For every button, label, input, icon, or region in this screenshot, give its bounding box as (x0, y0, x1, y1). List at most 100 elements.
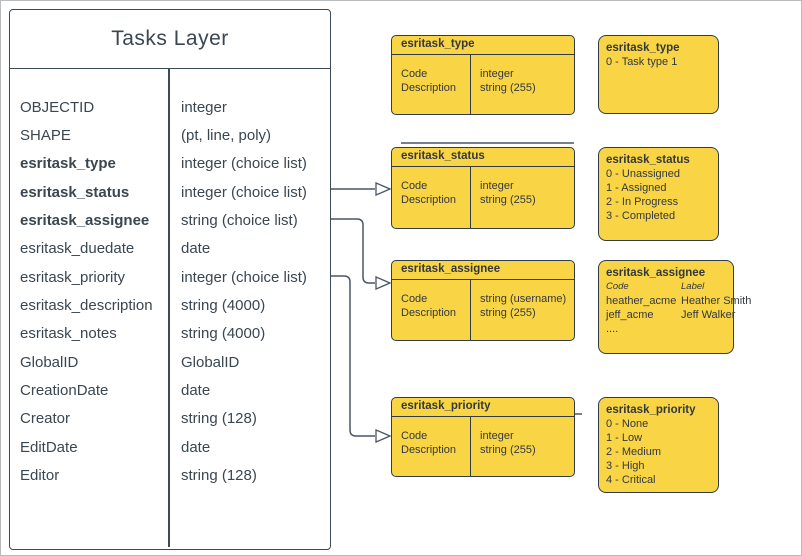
table-row: GlobalID GlobalID (10, 348, 330, 376)
field-name: esritask_notes (20, 325, 117, 343)
field-type: integer (choice list) (181, 155, 307, 173)
field-name: Editor (20, 467, 60, 485)
domain-box-type: esritask_type 0 - Task type 1 (598, 35, 719, 114)
table-row: SHAPE (pt, line, poly) (10, 121, 330, 149)
column-header-code: Code (606, 281, 629, 292)
domain-box-status: esritask_status 0 - Unassigned 1 - Assig… (598, 147, 719, 241)
field-name: Description (401, 444, 457, 456)
field-type: integer (480, 68, 514, 80)
schema-box-body: Code Description integer string (255) (392, 55, 574, 114)
schema-box-body: Code Description integer string (255) (392, 417, 574, 476)
table-row: esritask_notes string (4000) (10, 320, 330, 348)
field-type: string (4000) (181, 297, 266, 315)
schema-field-names: Code Description (392, 55, 470, 114)
field-name: Code (401, 68, 428, 80)
assignee-label: Heather Smith (681, 295, 752, 307)
domain-value: 4 - Critical (606, 474, 656, 486)
table-title: Tasks Layer (10, 10, 330, 69)
table-row: esritask_duedate date (10, 235, 330, 263)
domain-box-priority: esritask_priority 0 - None 1 - Low 2 - M… (598, 397, 719, 493)
field-name: CreationDate (20, 382, 109, 400)
field-name: OBJECTID (20, 98, 95, 116)
table-row: CreationDate date (10, 376, 330, 404)
field-name: Code (401, 293, 428, 305)
open-arrowhead-icon (375, 276, 392, 290)
connector-assignee (331, 218, 375, 284)
domain-value: 1 - Low (606, 432, 643, 444)
table-row: esritask_type integer (choice list) (10, 150, 330, 178)
field-name: esritask_priority (20, 268, 126, 286)
schema-field-names: Code Description (392, 417, 470, 476)
ellipsis-more-values: .... (606, 323, 619, 335)
tasks-layer-table: Tasks Layer OBJECTID integer SHAPE (pt, li… (9, 9, 331, 550)
field-type: date (181, 382, 211, 400)
field-name: Description (401, 194, 457, 206)
field-type: integer (181, 98, 227, 116)
schema-box-body: Code Description string (username) strin… (392, 280, 574, 340)
domain-box-title: esritask_priority (606, 404, 696, 416)
field-type: integer (480, 430, 514, 442)
open-arrowhead-icon (375, 429, 392, 443)
field-type: string (255) (480, 82, 536, 94)
schema-field-types: integer string (255) (470, 55, 574, 114)
field-name: GlobalID (20, 353, 79, 371)
schema-field-names: Code Description (392, 280, 470, 340)
table-rows: OBJECTID integer SHAPE (pt, line, poly) es… (10, 93, 330, 490)
field-name: Code (401, 430, 428, 442)
connector-priority (331, 275, 375, 437)
field-name: esritask_type (20, 155, 116, 173)
table-row: esritask_priority integer (choice list) (10, 263, 330, 291)
domain-box-title: esritask_assignee (606, 267, 706, 279)
assignee-value-table: Code Label heather_acme Heather Smith je… (606, 280, 751, 322)
field-name: esritask_duedate (20, 240, 135, 258)
domain-value: 0 - Unassigned (606, 168, 680, 180)
assignee-code: heather_acme (606, 295, 677, 307)
domain-value: 0 - Task type 1 (606, 56, 678, 68)
field-type: string (255) (480, 307, 536, 319)
schema-box-type: esritask_type Code Description integer s… (391, 35, 575, 115)
domain-value: 2 - Medium (606, 446, 662, 458)
open-arrowhead-icon (375, 182, 392, 196)
schema-box-body: Code Description integer string (255) (392, 167, 574, 228)
domain-box-title: esritask_status (606, 154, 690, 166)
field-name: Description (401, 82, 457, 94)
field-type: string (4000) (181, 325, 266, 343)
field-name: Description (401, 307, 457, 319)
field-type: GlobalID (181, 353, 240, 371)
domain-value: 3 - Completed (606, 210, 676, 222)
field-name: esritask_assignee (20, 212, 150, 230)
field-type: integer (choice list) (181, 183, 307, 201)
field-type: string (128) (181, 410, 257, 428)
field-type: string (128) (181, 467, 257, 485)
schema-box-title: esritask_priority (392, 398, 574, 417)
field-type: integer (choice list) (181, 268, 307, 286)
assignee-code: jeff_acme (606, 309, 654, 321)
field-type: string (username) (480, 293, 567, 305)
table-row: esritask_status integer (choice list) (10, 178, 330, 206)
field-type: string (255) (480, 444, 536, 456)
field-type: (pt, line, poly) (181, 127, 272, 145)
table-row: Editor string (128) (10, 461, 330, 489)
field-name: Creator (20, 410, 71, 428)
field-name: esritask_description (20, 297, 153, 315)
schema-box-title: esritask_status (392, 148, 574, 167)
assignee-label: Jeff Walker (681, 309, 736, 321)
schema-box-assignee: esritask_assignee Code Description strin… (391, 260, 575, 341)
field-type: date (181, 438, 211, 456)
schema-field-types: integer string (255) (470, 417, 574, 476)
domain-value: 2 - In Progress (606, 196, 679, 208)
domain-value: 0 - None (606, 418, 649, 430)
table-row: esritask_description string (4000) (10, 291, 330, 319)
schema-box-title: esritask_type (392, 36, 574, 55)
field-name: esritask_status (20, 183, 130, 201)
field-type: date (181, 240, 211, 258)
domain-box-title: esritask_type (606, 42, 680, 54)
domain-value: 3 - High (606, 460, 645, 472)
schema-field-names: Code Description (392, 167, 470, 228)
schema-box-title: esritask_assignee (392, 261, 574, 280)
field-name: SHAPE (20, 127, 71, 145)
schema-box-priority: esritask_priority Code Description integ… (391, 397, 575, 477)
